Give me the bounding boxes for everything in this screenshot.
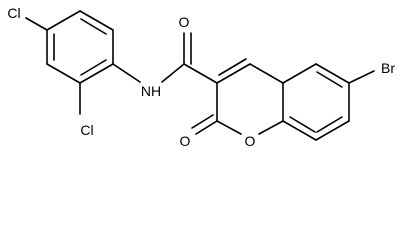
- amide-oxygen-label: O: [179, 14, 190, 30]
- bond: [218, 58, 247, 76]
- bond: [79, 63, 114, 84]
- bond: [80, 59, 107, 76]
- chlorine-label-top: Cl: [7, 5, 20, 21]
- bond: [315, 120, 350, 141]
- bond: [80, 18, 107, 35]
- ring-oxygen-label: O: [245, 133, 256, 149]
- bond: [216, 63, 251, 84]
- bond: [46, 63, 81, 84]
- bond: [25, 17, 48, 31]
- bond: [282, 120, 317, 141]
- bond: [46, 10, 81, 31]
- bond: [249, 63, 284, 84]
- carbonyl-oxygen-label: O: [180, 133, 191, 149]
- bond: [191, 114, 214, 129]
- bond: [195, 120, 218, 135]
- bond: [112, 63, 141, 83]
- bond: [216, 120, 242, 135]
- bond: [348, 70, 375, 84]
- chlorine-label-bottom: Cl: [80, 122, 93, 138]
- atom-labels: Cl Cl NH O O O Br: [7, 5, 395, 149]
- bonds: [25, 10, 375, 141]
- bond: [316, 116, 343, 133]
- molecule-structure: Cl Cl NH O O O Br: [7, 5, 395, 149]
- bromine-label: Br: [381, 60, 395, 76]
- bond: [161, 63, 185, 83]
- bond: [79, 10, 114, 31]
- nh-label: NH: [141, 83, 161, 99]
- bond: [183, 63, 218, 84]
- bond: [315, 63, 350, 84]
- bond: [258, 120, 284, 135]
- bond: [282, 63, 317, 84]
- bond: [289, 116, 316, 133]
- bond: [316, 71, 343, 88]
